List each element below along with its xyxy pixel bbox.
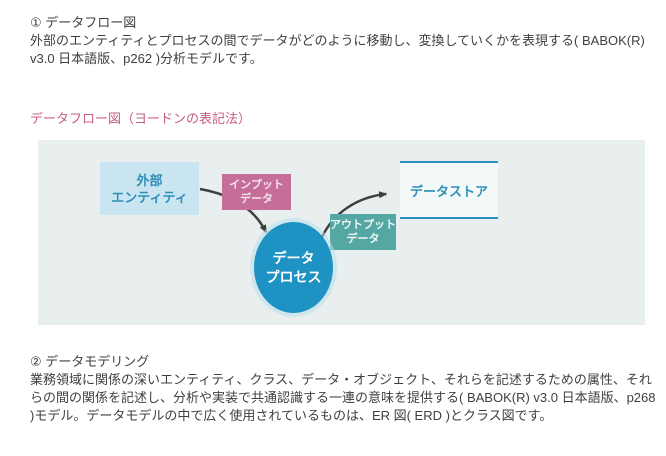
external-entity-node: 外部 エンティティ: [100, 162, 199, 215]
diagram-caption: データフロー図（ヨードンの表記法）: [30, 111, 252, 126]
arrow-process-to-store: [320, 191, 388, 238]
section2-heading: ② データモデリング: [30, 354, 150, 369]
section-data-modeling: ② データモデリング 業務領域に関係の深いエンティティ、クラス、データ・オブジェ…: [30, 353, 660, 425]
section2-body: 業務領域に関係の深いエンティティ、クラス、データ・オブジェクト、それらを記述する…: [30, 372, 656, 423]
section1-body: 外部のエンティティとプロセスの間でデータがどのように移動し、変換していくかを表現…: [30, 33, 645, 66]
output-data-label: アウトプット データ: [330, 214, 396, 250]
input-data-label: インプット データ: [222, 174, 291, 210]
data-store-node: データストア: [400, 161, 498, 219]
section1-heading: ① データフロー図: [30, 15, 137, 30]
dataflow-diagram-panel: 外部 エンティティ インプット データ データストア アウトプット データ デー…: [38, 140, 645, 325]
data-process-node: データ プロセス: [254, 222, 333, 313]
section-dataflow-diagram: ① データフロー図 外部のエンティティとプロセスの間でデータがどのように移動し、…: [30, 14, 660, 68]
